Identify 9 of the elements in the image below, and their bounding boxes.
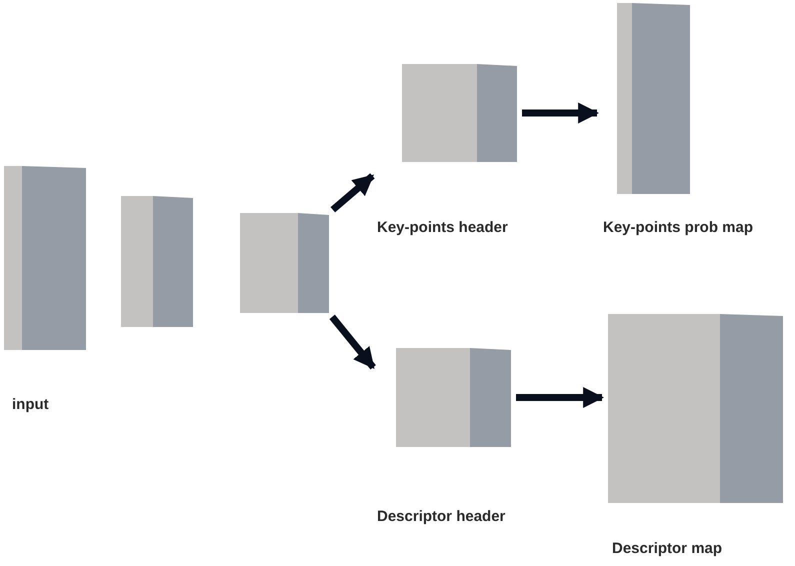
block-label: input bbox=[12, 396, 49, 414]
block-label: Descriptor map bbox=[612, 540, 722, 558]
arrow bbox=[329, 314, 376, 370]
block-label: Descriptor header bbox=[377, 508, 506, 526]
block-label: Key-points prob map bbox=[603, 219, 754, 237]
arrow bbox=[522, 102, 600, 124]
arrow bbox=[330, 173, 375, 212]
arrow bbox=[516, 387, 604, 408]
block-label: Key-points header bbox=[377, 219, 508, 237]
